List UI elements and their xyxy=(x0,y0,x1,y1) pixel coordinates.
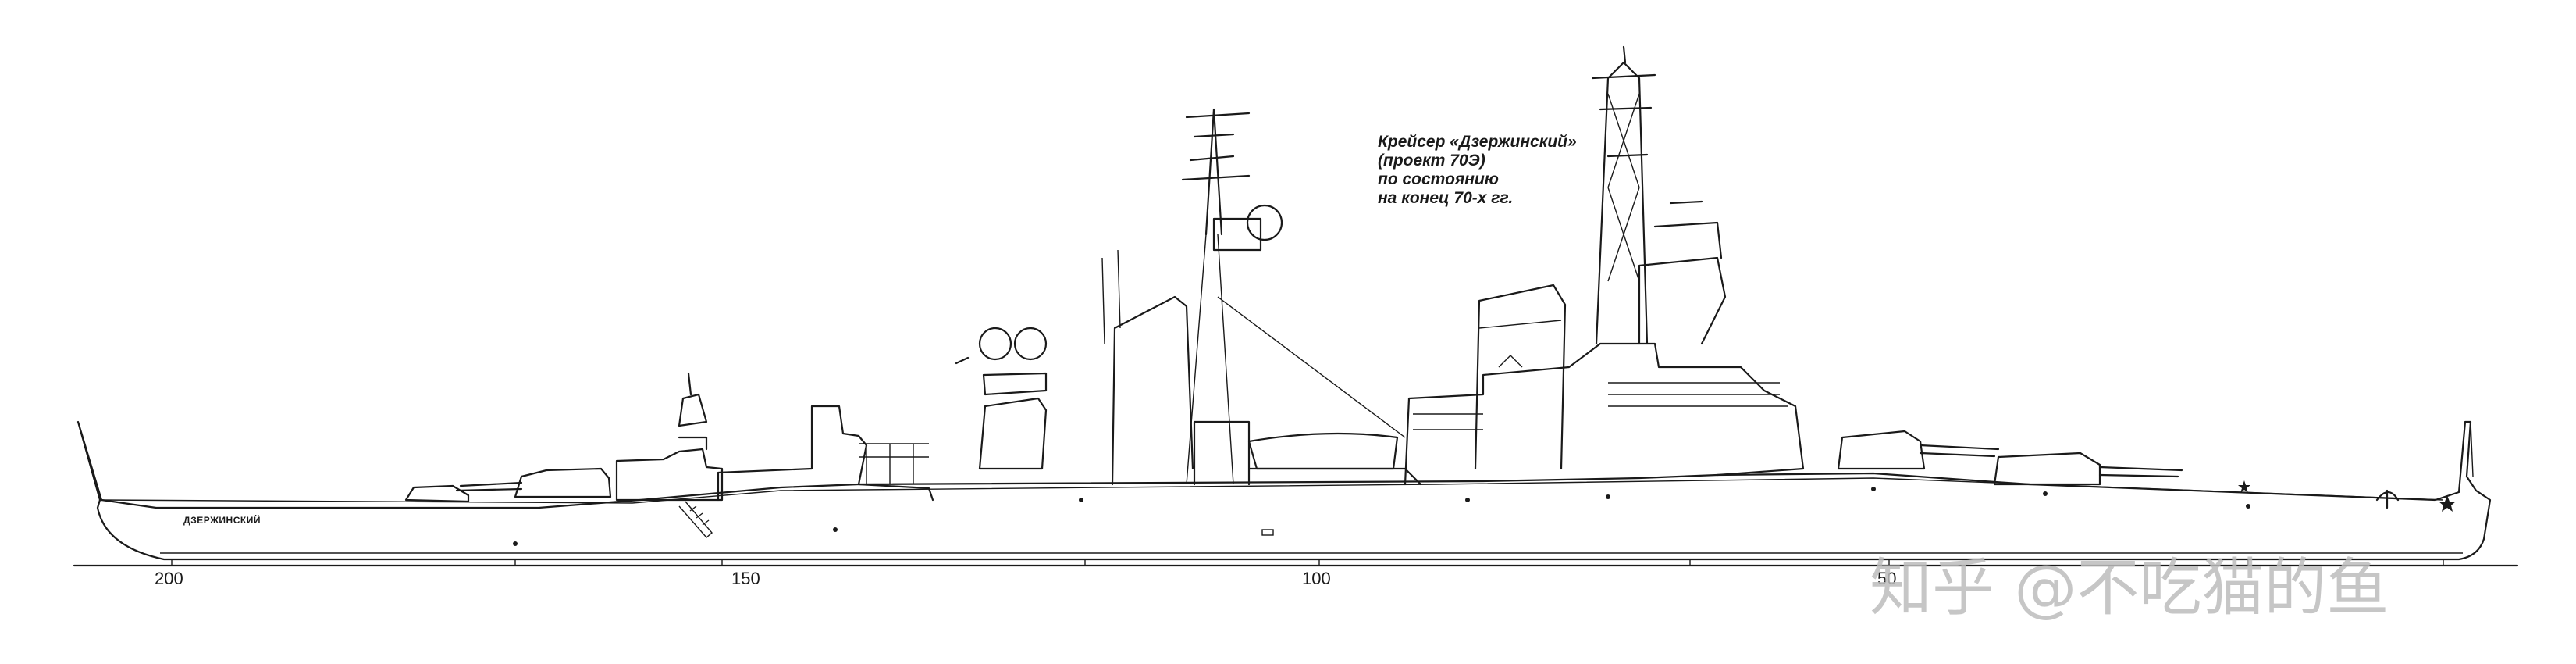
scale-ticks xyxy=(171,559,2444,566)
scale-label-200: 200 xyxy=(155,569,183,588)
ships-boat xyxy=(1247,432,1399,470)
aft-funnel xyxy=(1111,295,1194,486)
aft-superstructure-low xyxy=(404,484,470,503)
bow-star xyxy=(2439,495,2456,512)
foremast-lattice xyxy=(1607,93,1640,282)
forward-superstructure xyxy=(1404,342,1805,486)
aft-director xyxy=(615,448,724,502)
funnel-aft-pipes xyxy=(1101,257,1105,344)
forward-turret-2-guns xyxy=(1919,444,2000,458)
midship-deckhouse xyxy=(1193,420,1422,486)
aft-control-tower xyxy=(978,397,1048,470)
forward-turret-2 xyxy=(1837,430,1926,470)
range-finder-right xyxy=(1013,327,1048,361)
forward-funnel xyxy=(1474,284,1567,470)
foremast xyxy=(1595,61,1649,345)
caption-line-4: на конец 70-х гг. xyxy=(1378,189,1514,207)
caption-line-3: по состоянию xyxy=(1378,170,1499,188)
drawing-caption: Крейсер «Дзержинский» (проект 70Э) по со… xyxy=(1378,133,1577,208)
main-mast xyxy=(1181,108,1251,236)
aft-superstructure xyxy=(717,405,934,502)
main-mast-platform xyxy=(1212,217,1262,252)
anchor xyxy=(2375,489,2400,509)
rangefinder-mount xyxy=(955,356,1048,396)
hull xyxy=(76,420,2492,561)
bridge-windows xyxy=(1413,382,1788,430)
stern-ladder xyxy=(678,501,713,538)
scale-label-50: 50 xyxy=(1877,569,1897,588)
caption-line-2: (проект 70Э) xyxy=(1378,152,1485,170)
aft-turret xyxy=(514,467,612,498)
range-finder-left xyxy=(978,327,1012,361)
forward-turret-1 xyxy=(1993,452,2101,486)
scale-label-100: 100 xyxy=(1302,569,1331,588)
scale-label-150: 150 xyxy=(731,569,760,588)
caption-line-1: Крейсер «Дзержинский» xyxy=(1378,133,1577,151)
watermark: 知乎 @不吃猫的鱼 xyxy=(1870,552,2389,624)
sheer-line xyxy=(99,477,2444,504)
main-mast-radar xyxy=(1246,204,1283,241)
hull-marking xyxy=(1261,529,1274,536)
jackstaff xyxy=(2470,421,2474,477)
foremast-yards xyxy=(1591,45,1656,158)
mast-stay xyxy=(1186,234,1406,485)
aft-turret-guns xyxy=(455,481,523,492)
aft-deckhouse-rails xyxy=(859,443,929,484)
aft-radar-antenna xyxy=(678,372,708,451)
forward-funnel-band xyxy=(1478,320,1562,368)
portholes xyxy=(513,487,2250,546)
forward-turret-1-guns xyxy=(2098,466,2183,478)
forward-director-tower xyxy=(1638,200,1727,345)
deck-star xyxy=(2238,480,2250,493)
hull-name-label: ДЗЕРЖИНСКИЙ xyxy=(183,515,261,526)
